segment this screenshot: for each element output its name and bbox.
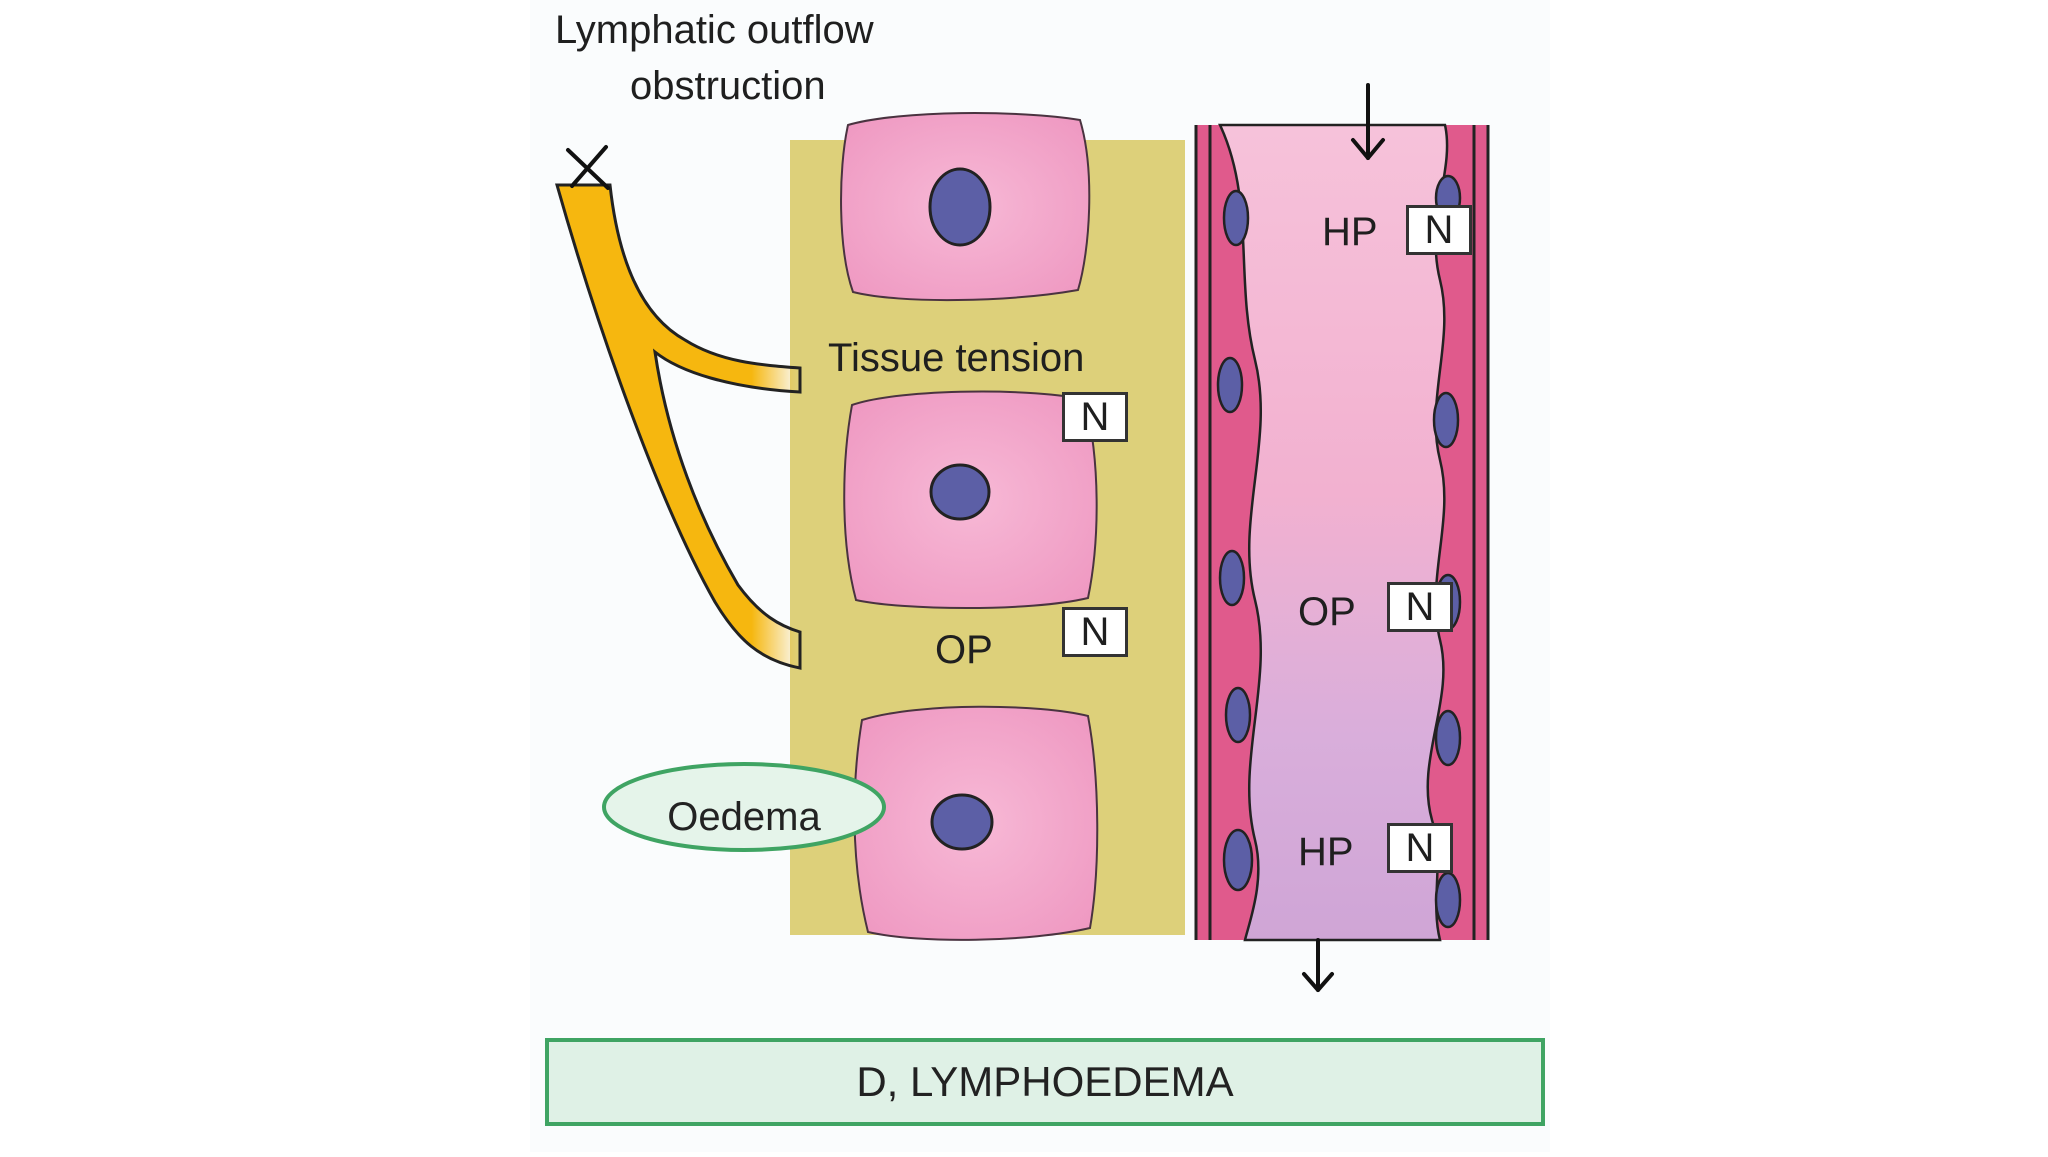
interstitial-op-label: OP (935, 628, 993, 672)
vessel-hp-bottom-status-box: N (1387, 823, 1453, 873)
flow-in-arrow-icon (1351, 83, 1385, 160)
cell-nucleus-2 (929, 463, 991, 521)
title-line-1: Lymphatic outflow (555, 8, 874, 52)
vessel-op-label: OP (1298, 590, 1356, 634)
oedema-ellipse (602, 762, 886, 852)
cell-nucleus-3 (930, 793, 994, 851)
lymphatic-vessel (555, 183, 802, 670)
endothelial-nuclei (1216, 174, 1462, 929)
caption-text: D, LYMPHOEDEMA (856, 1058, 1234, 1105)
flow-out-arrow-icon (1302, 938, 1334, 992)
tissue-tension-status-box: N (1062, 392, 1128, 442)
interstitial-op-status-box: N (1062, 607, 1128, 657)
cell-nucleus-1 (928, 167, 992, 247)
title-line-2: obstruction (630, 64, 826, 108)
vessel-op-status-box: N (1387, 582, 1453, 632)
obstruction-cross-icon (566, 145, 610, 190)
blood-vessel (1194, 123, 1490, 942)
caption-box: D, LYMPHOEDEMA (545, 1038, 1545, 1126)
vessel-hp-top-status-box: N (1406, 205, 1472, 255)
oedema-label: Oedema (667, 794, 821, 839)
vessel-hp-top-label: HP (1322, 210, 1378, 254)
tissue-tension-label: Tissue tension (828, 336, 1085, 380)
vessel-hp-bottom-label: HP (1298, 830, 1354, 874)
